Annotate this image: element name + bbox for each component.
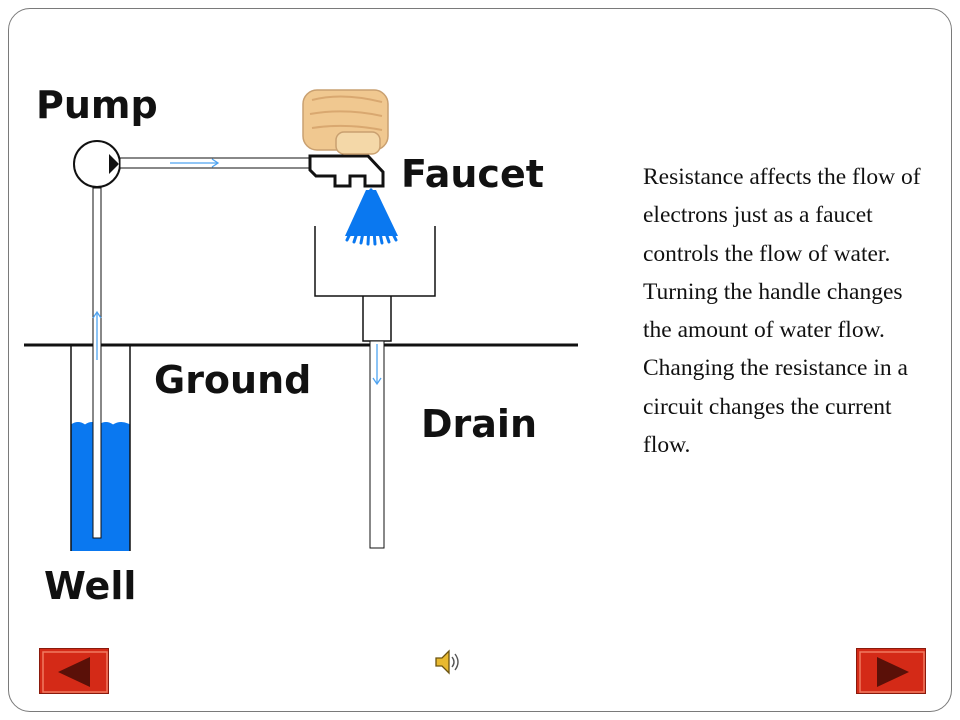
drain-label: Drain: [421, 402, 537, 446]
pump-pipe: [92, 187, 102, 539]
well-label: Well: [44, 564, 136, 608]
drain-pipe: [369, 340, 385, 549]
pump-label: Pump: [36, 83, 158, 127]
explanation-text: Resistance affects the flow of electrons…: [643, 164, 921, 459]
triangle-right-icon: [859, 651, 925, 693]
faucet-label: Faucet: [401, 152, 544, 196]
faucet-symbol: [308, 154, 385, 188]
hand-image: [302, 89, 389, 155]
pump-symbol: [73, 140, 121, 188]
next-slide-button[interactable]: [856, 648, 926, 694]
triangle-left-icon: [42, 651, 108, 693]
ground-label: Ground: [154, 358, 311, 402]
water-spray: [345, 188, 398, 246]
previous-slide-button[interactable]: [39, 648, 109, 694]
speaker-icon[interactable]: [430, 646, 462, 678]
slide-frame: [8, 8, 952, 712]
